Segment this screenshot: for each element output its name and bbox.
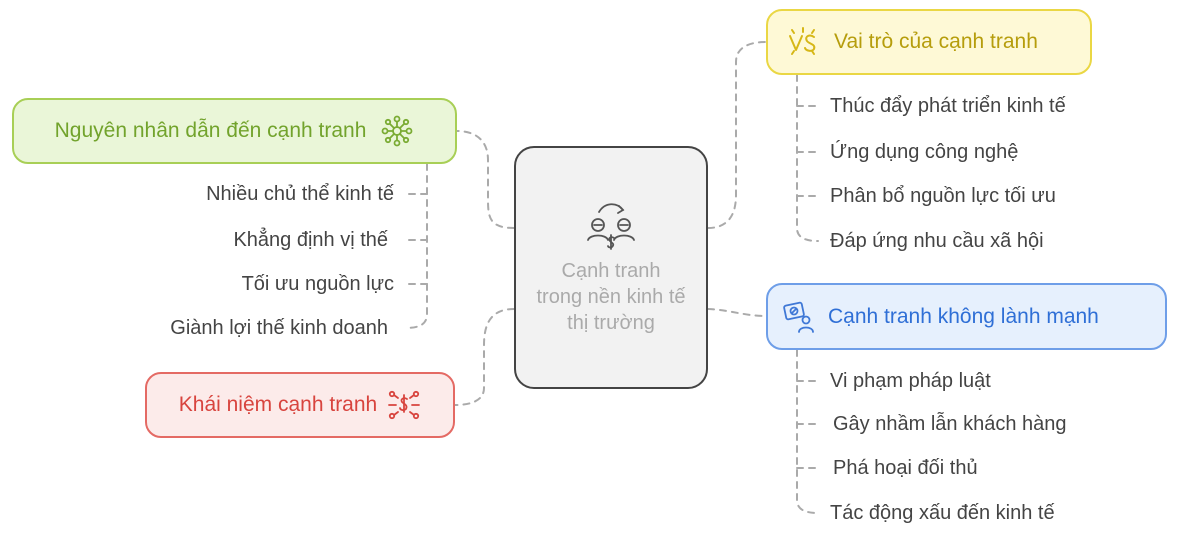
competition-icon	[587, 202, 635, 250]
branch-unfair-title: Cạnh tranh không lành mạnh	[828, 304, 1099, 328]
center-title: Cạnh tranh trong nền kinh tế thị trường	[536, 259, 686, 334]
roles-item-1: Thúc đẩy phát triển kinh tế	[830, 95, 1066, 117]
causes-item-4: Giành lợi thế kinh doanh	[170, 317, 388, 339]
unfair-item-1: Vi phạm pháp luật	[830, 370, 991, 392]
connector-roles-spine	[796, 74, 819, 242]
causes-item-3: Tối ưu nguồn lực	[241, 273, 394, 295]
money-flow-icon	[388, 390, 421, 420]
branch-roles-title: Vai trò của cạnh tranh	[834, 30, 1038, 53]
branch-concept-title: Khái niệm cạnh tranh	[178, 393, 378, 416]
connector-concept	[454, 308, 515, 406]
causes-item-1: Nhiều chủ thể kinh tế	[206, 183, 394, 205]
network-icon	[381, 115, 413, 147]
branch-causes-title: Nguyên nhân dẫn đến cạnh tranh	[54, 119, 367, 142]
unfair-item-3: Phá hoại đối thủ	[833, 457, 978, 479]
roles-item-3: Phân bổ nguồn lực tối ưu	[830, 185, 1056, 207]
branch-unfair-competition[interactable]: Cạnh tranh không lành mạnh	[766, 283, 1167, 350]
connector-unfair-spine	[796, 349, 819, 514]
causes-item-2: Khẳng định vị thế	[233, 229, 388, 251]
unfair-item-2: Gây nhầm lẫn khách hàng	[833, 413, 1067, 435]
versus-icon	[789, 27, 816, 55]
connector-unfair	[707, 308, 767, 317]
unfair-item-4: Tác động xấu đến kinh tế	[830, 502, 1055, 524]
roles-item-4: Đáp ứng nhu cầu xã hội	[830, 230, 1044, 252]
branch-causes[interactable]: Nguyên nhân dẫn đến cạnh tranh	[12, 98, 457, 164]
connector-causes-spine	[404, 163, 428, 329]
roles-item-2: Ứng dụng công nghệ	[830, 141, 1019, 163]
center-node[interactable]: Cạnh tranh trong nền kinh tế thị trường	[514, 146, 708, 389]
branch-roles[interactable]: Vai trò của cạnh tranh	[766, 9, 1092, 75]
fraud-icon	[783, 301, 814, 333]
connector-roles	[707, 41, 767, 229]
branch-concept[interactable]: Khái niệm cạnh tranh	[145, 372, 455, 438]
connector-causes	[456, 130, 515, 229]
